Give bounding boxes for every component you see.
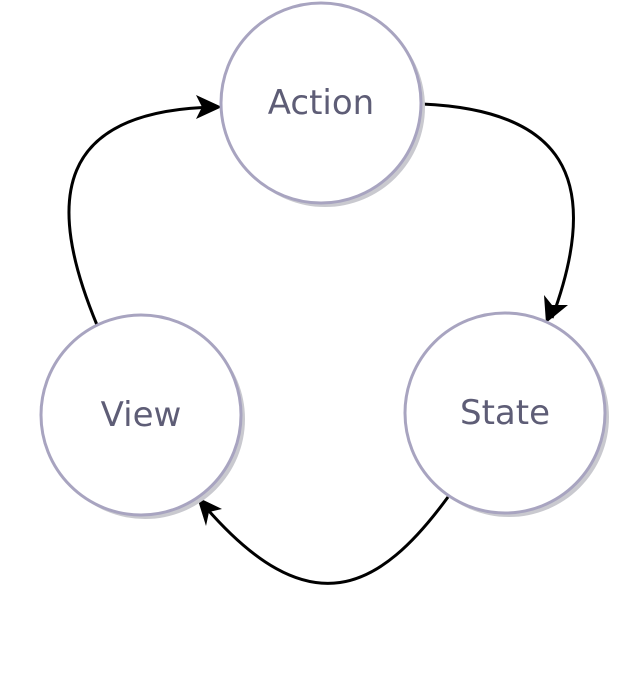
edge-view-to-action-arrowhead xyxy=(196,95,222,119)
node-state: State xyxy=(403,311,609,517)
node-view-label: View xyxy=(101,395,182,435)
node-action: Action xyxy=(219,1,425,207)
node-action-label: Action xyxy=(268,83,374,123)
node-state-circle xyxy=(403,311,607,515)
edge-state-to-view-line xyxy=(200,496,450,585)
node-view: View xyxy=(39,313,245,519)
node-state-label: State xyxy=(460,393,550,433)
edge-action-to-state xyxy=(421,102,575,323)
edge-view-to-action xyxy=(67,95,222,326)
edge-action-to-state-line xyxy=(421,102,575,319)
edge-action-to-state-arrowhead xyxy=(544,295,568,323)
edge-state-to-view xyxy=(197,496,450,585)
edge-view-to-action-line xyxy=(67,105,217,326)
node-view-circle xyxy=(39,313,243,517)
edge-state-to-view-arrowhead xyxy=(197,497,222,526)
node-action-circle xyxy=(219,1,423,205)
